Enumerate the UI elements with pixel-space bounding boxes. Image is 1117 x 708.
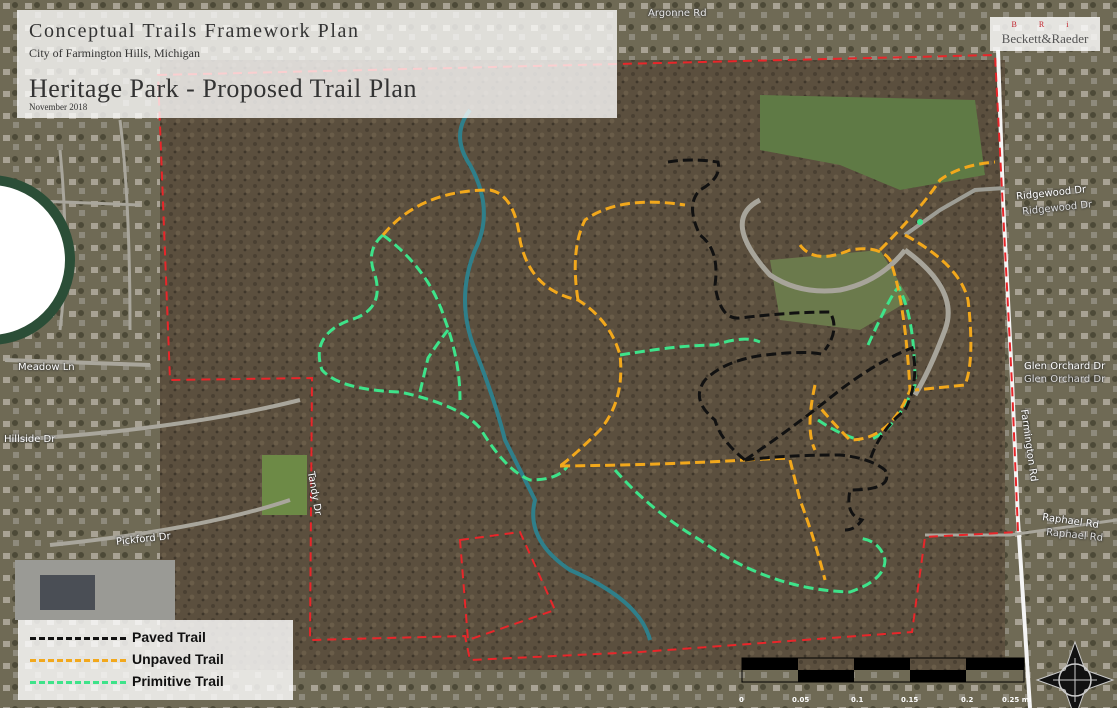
- title-panel: Conceptual Trails Framework Plan City of…: [17, 10, 617, 118]
- plan-date: November 2018: [29, 102, 88, 112]
- unpaved-trail-swatch: [30, 659, 126, 662]
- paved-trail-swatch: [30, 637, 126, 640]
- map-legend: Paved Trail Unpaved Trail Primitive Trai…: [18, 620, 293, 700]
- legend-item-paved: Paved Trail: [30, 628, 280, 648]
- road-label-glen-orchard-2: Glen Orchard Dr: [1024, 374, 1106, 385]
- beckett-raeder-logo: B R i Beckett&Raeder: [990, 17, 1100, 51]
- map-title: Conceptual Trails Framework Plan: [29, 20, 360, 42]
- hillside-road: [9, 398, 301, 442]
- scale-bar: [741, 657, 1025, 683]
- legend-item-primitive: Primitive Trail: [30, 672, 280, 692]
- scale-tick-1: 0.05: [792, 696, 810, 704]
- park-drive: [739, 197, 907, 294]
- road-label-glen-orchard: Glen Orchard Dr: [1024, 361, 1106, 372]
- primitive-trail-swatch: [30, 681, 126, 684]
- road-label-meadow: Meadow Ln: [18, 362, 75, 373]
- scale-tick-5: 0.25 mi: [1002, 696, 1032, 704]
- raphael-road: [925, 518, 1117, 537]
- meadow-road: [4, 358, 151, 367]
- map-subtitle: City of Farmington Hills, Michigan: [29, 46, 200, 60]
- park-drive-south: [903, 247, 951, 397]
- park-lawn: [760, 95, 985, 190]
- logo-name: Beckett&Raeder: [1001, 31, 1089, 46]
- north-arrow-icon: [1035, 640, 1115, 708]
- paved-trails[interactable]: [667, 158, 917, 532]
- unpaved-trails[interactable]: [381, 160, 996, 581]
- scale-tick-4: 0.2: [961, 696, 974, 704]
- scale-tick-2: 0.1: [851, 696, 864, 704]
- pond-marker: [917, 219, 923, 225]
- road-label-hillside: Hillside Dr: [4, 434, 56, 445]
- logo-initials: B R i: [1011, 20, 1079, 29]
- scale-tick-0: 0: [739, 696, 744, 704]
- park-boundary: [156, 53, 1020, 662]
- legend-label-primitive: Primitive Trail: [132, 673, 224, 689]
- parcel-boundary: [458, 530, 557, 642]
- park-plan-title: Heritage Park - Proposed Trail Plan: [29, 74, 417, 103]
- legend-label-paved: Paved Trail: [132, 629, 206, 645]
- overview-inset: [0, 175, 75, 345]
- legend-label-unpaved: Unpaved Trail: [132, 651, 224, 667]
- scale-tick-3: 0.15: [901, 696, 919, 704]
- pickford-road: [49, 498, 291, 547]
- industrial-lot: [40, 575, 95, 610]
- legend-item-unpaved: Unpaved Trail: [30, 650, 280, 670]
- road-label-argonne: Argonne Rd: [648, 8, 707, 19]
